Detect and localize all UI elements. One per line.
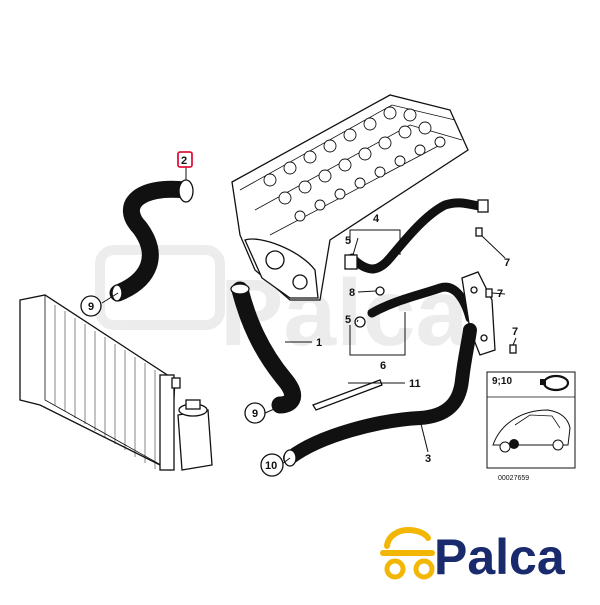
radiator (19, 294, 181, 472)
hose-6 (367, 282, 475, 323)
callout-10: 10 (260, 453, 284, 477)
fitting-5a (344, 254, 358, 270)
callout-4: 4 (373, 213, 380, 225)
callout-8: 8 (349, 287, 355, 299)
svg-text:9: 9 (252, 408, 258, 420)
svg-text:2: 2 (181, 155, 187, 167)
callout-7-lower: 7 (512, 326, 518, 338)
callout-7-middle: 7 (497, 288, 503, 300)
hose-4 (347, 198, 489, 274)
callout-11: 11 (409, 378, 421, 390)
leader-lines (101, 165, 517, 465)
fitting-5b (354, 316, 366, 328)
callout-2: 2 (177, 151, 193, 168)
expansion-tank (177, 399, 213, 471)
inset-box: 9;10 (486, 371, 576, 469)
callout-5-upper: 5 (345, 235, 351, 247)
svg-text:9: 9 (88, 301, 94, 313)
hose-2 (109, 179, 194, 302)
brand-name: Palca (434, 529, 566, 585)
hose-3 (283, 323, 477, 467)
callouts: 2 9 1 9 10 3 11 4 5 8 5 6 7 7 7 (80, 151, 518, 477)
oring-8 (375, 286, 385, 296)
callout-5-lower: 5 (345, 314, 351, 326)
diagram-number: 00027659 (498, 475, 529, 482)
callout-9-upper: 9 (80, 295, 102, 317)
cylinder-head (231, 94, 469, 301)
strap-11 (312, 379, 383, 411)
callout-6: 6 (380, 360, 386, 372)
car-silhouette-icon (492, 409, 571, 453)
palca-logo[interactable]: Palca (380, 526, 566, 585)
hose-clamp-icon (540, 374, 570, 392)
callout-7-upper: 7 (504, 257, 510, 269)
callout-3: 3 (425, 453, 431, 465)
inset-label: 9;10 (492, 376, 512, 387)
callout-1: 1 (316, 337, 322, 349)
car-logo-icon (380, 526, 435, 580)
hose-1 (230, 281, 302, 414)
svg-text:10: 10 (265, 460, 277, 472)
callout-9-lower: 9 (244, 402, 266, 424)
